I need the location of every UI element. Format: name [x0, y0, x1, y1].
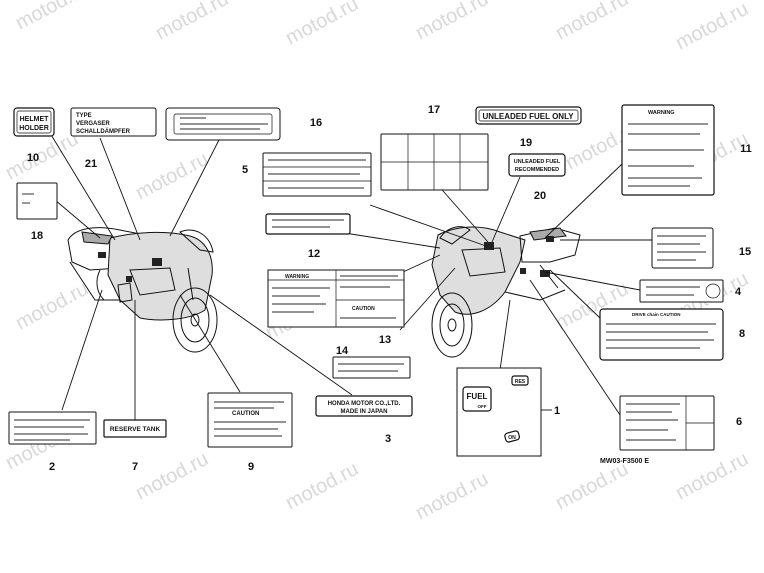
callout-10: 10 [27, 152, 39, 164]
watermark-text: motod.ru [12, 278, 92, 334]
part-21-type-label: TYPE VERGASER SCHALLDÄMPFER 21 [70, 107, 157, 170]
callout-14: 14 [336, 345, 349, 357]
part-16-label: 16 [262, 117, 372, 197]
callout-16: 16 [310, 117, 322, 129]
unleaded-only-text: UNLEADED FUEL ONLY [482, 112, 574, 121]
callout-21: 21 [85, 158, 97, 170]
watermark-text: motod.ru [552, 0, 632, 44]
helmet-holder-line1: HELMET [20, 116, 50, 123]
part-8-drive-chain-caution-label: DRIVE chain CAUTION 8 [599, 308, 745, 361]
watermark-text: motod.ru [282, 458, 362, 514]
part-19-unleaded-fuel-only-label: UNLEADED FUEL ONLY 19 [475, 106, 582, 149]
part-3-manufacturer-label: HONDA MOTOR CO.,LTD. MADE IN JAPAN 3 [315, 395, 413, 445]
callout-20: 20 [534, 190, 546, 202]
callout-7: 7 [132, 461, 138, 473]
part-12-label: 12 [265, 213, 351, 260]
callout-13: 13 [379, 334, 391, 346]
part-14-warning-label: WARNING CAUTION 14 [267, 269, 405, 357]
part-20-unleaded-recommended-label: UNLEADED FUEL RECOMMENDED 20 [508, 153, 566, 202]
honda-line1: HONDA MOTOR CO.,LTD. [328, 401, 401, 407]
drive-chain-text: DRIVE chain CAUTION [632, 312, 681, 317]
unleaded-rec-line2: RECOMMENDED [515, 167, 559, 173]
fuel-on-text: ON [508, 435, 516, 441]
honda-line2: MADE IN JAPAN [341, 409, 388, 415]
part-6-label: 6 MW03-F3500 E [600, 395, 742, 465]
callout-19: 19 [520, 137, 532, 149]
part-5-label: 5 [165, 107, 281, 176]
callout-11: 11 [740, 143, 752, 155]
callout-8: 8 [739, 328, 745, 340]
type-line2: VERGASER [76, 121, 110, 127]
watermark-text: motod.ru [282, 0, 362, 49]
watermark-text: motod.ru [672, 0, 752, 54]
callout-17: 17 [428, 104, 440, 116]
callout-6: 6 [736, 416, 742, 428]
watermark-text: motod.ru [412, 468, 492, 524]
caution-14-text: CAUTION [352, 306, 375, 312]
part-1-fuel-label-set: FUEL OFF RES ON 1 [456, 367, 560, 457]
callout-2: 2 [49, 461, 55, 473]
part-18-label: 18 [16, 182, 58, 242]
part-15-label: 15 [651, 227, 751, 269]
callout-4: 4 [735, 286, 742, 298]
unleaded-rec-line1: UNLEADED FUEL [514, 159, 561, 165]
drawing-code: MW03-F3500 E [600, 458, 649, 465]
helmet-holder-line2: HOLDER [19, 125, 49, 132]
part-11-warning-label: WARNING 11 [621, 104, 752, 196]
leader-lines [49, 132, 652, 420]
type-line1: TYPE [76, 113, 92, 119]
part-4-label: 4 [639, 279, 742, 303]
motorcycle-right-view [431, 226, 581, 358]
watermark-text: motod.ru [412, 0, 492, 44]
watermark-text: motod.ru [552, 458, 632, 514]
fuel-text: FUEL [467, 392, 488, 401]
callout-1: 1 [554, 405, 560, 417]
warning-14-text: WARNING [285, 274, 309, 280]
callout-3: 3 [385, 433, 391, 445]
reserve-tank-text: RESERVE TANK [110, 426, 161, 433]
fuel-res-text: RES [515, 379, 526, 385]
callout-18: 18 [31, 230, 43, 242]
watermark-text: motod.ru [672, 448, 752, 504]
watermark-text: motod.ru [12, 0, 92, 34]
watermark-text: motod.ru [152, 0, 232, 44]
part-9-caution-label: CAUTION 9 [207, 392, 293, 473]
part-10-helmet-holder-label: HELMET HOLDER 10 [13, 107, 55, 164]
callout-12: 12 [308, 248, 320, 260]
callout-9: 9 [248, 461, 254, 473]
part-2-label: 2 [8, 411, 97, 473]
warning-11-text: WARNING [648, 110, 675, 116]
type-line3: SCHALLDÄMPFER [76, 128, 131, 135]
part-13-label: 13 [332, 334, 411, 379]
watermark-text: motod.ru [132, 448, 212, 504]
callout-5: 5 [242, 164, 248, 176]
fuel-off-text: OFF [478, 404, 487, 409]
part-17-label: 17 [380, 104, 489, 191]
caution-9-text: CAUTION [232, 411, 259, 417]
callout-15: 15 [739, 246, 751, 258]
motorcycle-left-view [67, 227, 218, 353]
part-7-reserve-tank-label: RESERVE TANK 7 [103, 419, 167, 473]
